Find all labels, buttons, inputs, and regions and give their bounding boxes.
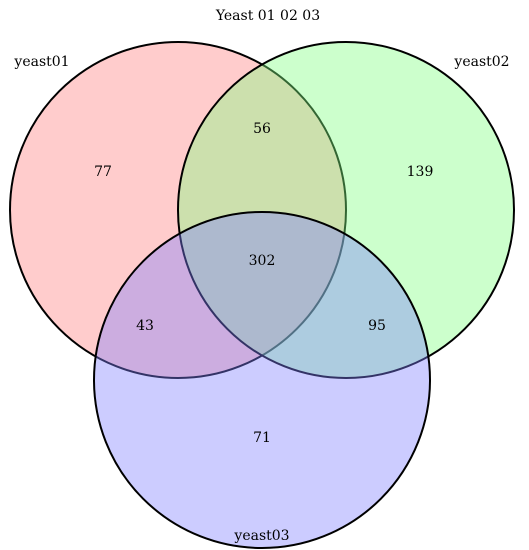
region-yeast02-yeast03: 95 (368, 318, 386, 334)
region-yeast01-yeast03: 43 (136, 318, 154, 334)
region-only-yeast01: 77 (94, 164, 112, 180)
set-label-yeast01: yeast01 (13, 54, 69, 70)
region-only-yeast02: 139 (407, 164, 434, 180)
set-label-yeast02: yeast02 (453, 54, 509, 70)
set-circle-yeast02 (177, 41, 515, 379)
set-circle-yeast03 (93, 211, 431, 549)
region-only-yeast03: 71 (253, 430, 271, 446)
diagram-title: Yeast 01 02 03 (215, 8, 320, 24)
set-label-yeast03: yeast03 (233, 528, 289, 544)
region-yeast01-yeast02: 56 (253, 121, 271, 137)
region-all-three: 302 (249, 253, 276, 269)
